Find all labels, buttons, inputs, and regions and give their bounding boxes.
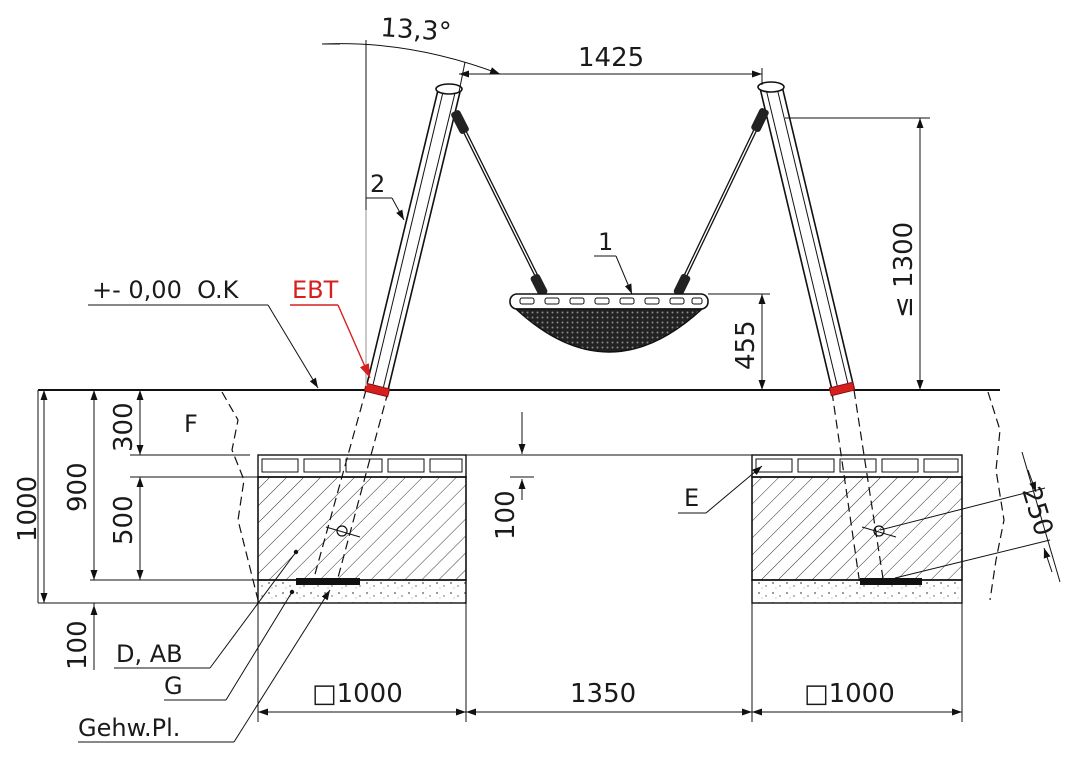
foundation-right bbox=[751, 454, 963, 604]
d-ab-label: D, AB bbox=[116, 640, 183, 668]
depth-500-label: 500 bbox=[109, 495, 139, 545]
foundation-right-label: □1000 bbox=[804, 679, 895, 709]
seat-height-label: 455 bbox=[731, 320, 761, 370]
middle-span-label: 1350 bbox=[570, 679, 636, 709]
depth-300-label: 300 bbox=[109, 402, 139, 452]
leader-lines bbox=[78, 197, 763, 743]
dimension-lines bbox=[40, 40, 1061, 722]
level-label: +- 0,00 O.K bbox=[92, 276, 240, 304]
swing-nest-seat bbox=[451, 108, 769, 353]
foundation-left bbox=[257, 454, 467, 604]
f-label: F bbox=[184, 410, 198, 438]
depth-1000-label: 1000 bbox=[13, 476, 43, 542]
height-max-label: ≤ 1300 bbox=[889, 222, 919, 318]
width-250-label: 250 bbox=[1015, 483, 1058, 539]
top-span-label: 1425 bbox=[578, 43, 644, 73]
g-label: G bbox=[164, 672, 183, 700]
part-1-label: 1 bbox=[598, 228, 613, 256]
gehw-label: Gehw.Pl. bbox=[78, 714, 180, 742]
post-left bbox=[311, 83, 463, 586]
depth-900-label: 900 bbox=[63, 462, 93, 512]
e-label: E bbox=[684, 484, 699, 512]
gap-100-label: 100 bbox=[491, 490, 521, 540]
post-right bbox=[757, 81, 885, 586]
part-2-label: 2 bbox=[370, 170, 385, 198]
angle-label: 13,3° bbox=[380, 13, 453, 48]
foundation-left-label: □1000 bbox=[312, 679, 403, 709]
ebt-label: EBT bbox=[292, 276, 339, 304]
depth-100-bottom-label: 100 bbox=[63, 620, 93, 670]
